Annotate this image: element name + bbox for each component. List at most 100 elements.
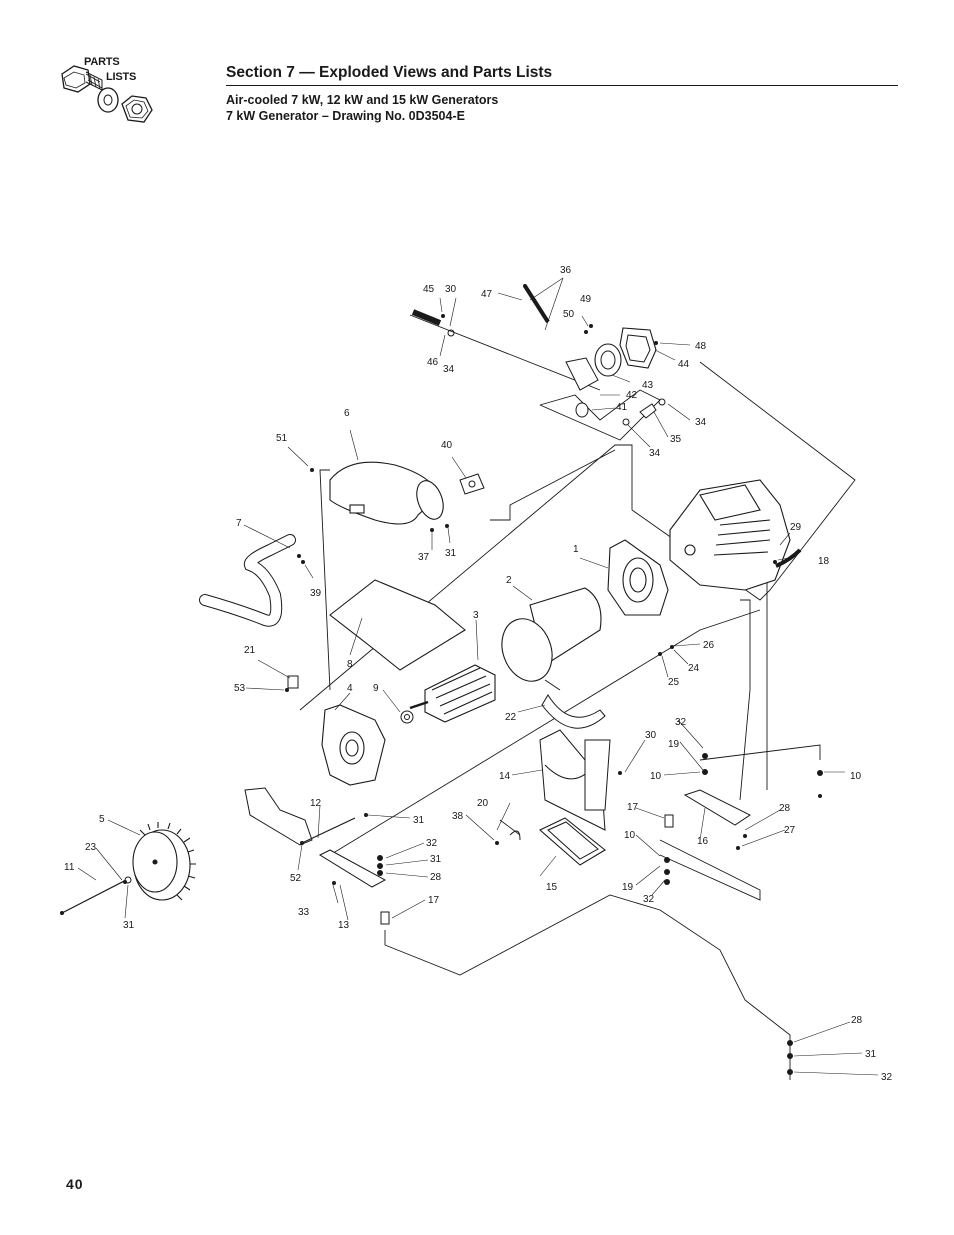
divider-plate-part bbox=[329, 579, 466, 671]
callout-41: 41 bbox=[616, 402, 628, 413]
callout-17: 17 bbox=[428, 895, 440, 906]
air-cleaner-base-part bbox=[565, 357, 599, 391]
fan-part bbox=[132, 822, 196, 901]
clip-part bbox=[509, 830, 521, 841]
callout-30: 30 bbox=[645, 730, 657, 741]
callout-40: 40 bbox=[441, 440, 453, 451]
callout-25: 25 bbox=[668, 677, 680, 688]
callout-6: 6 bbox=[344, 408, 350, 419]
callout-10: 10 bbox=[650, 771, 662, 782]
callout-16: 16 bbox=[697, 836, 709, 847]
rear-bearing-carrier-part bbox=[321, 704, 386, 786]
callout-43: 43 bbox=[642, 380, 654, 391]
callout-31: 31 bbox=[430, 854, 442, 865]
assembly-line bbox=[299, 444, 633, 711]
callout-8: 8 bbox=[347, 659, 353, 670]
callout-22: 22 bbox=[505, 712, 517, 723]
callout-21: 21 bbox=[244, 645, 256, 656]
callout-26: 26 bbox=[703, 640, 715, 651]
callout-10: 10 bbox=[850, 771, 862, 782]
callout-37: 37 bbox=[418, 552, 430, 563]
rotor-part bbox=[409, 664, 496, 723]
callout-24: 24 bbox=[688, 663, 700, 674]
callout-17: 17 bbox=[627, 802, 639, 813]
callout-49: 49 bbox=[580, 294, 592, 305]
rear-bracket-part bbox=[318, 849, 387, 888]
logo-label-parts: PARTS bbox=[84, 56, 120, 68]
air-cleaner-cover-part bbox=[619, 327, 657, 369]
callout-30: 30 bbox=[445, 284, 457, 295]
callout-47: 47 bbox=[481, 289, 493, 300]
callout-38: 38 bbox=[452, 811, 464, 822]
callout-53: 53 bbox=[234, 683, 246, 694]
callout-4: 4 bbox=[347, 683, 353, 694]
parts-lists-logo: PARTS LISTS bbox=[56, 52, 156, 132]
page-header: Section 7 — Exploded Views and Parts Lis… bbox=[226, 64, 898, 124]
vibration-mount-part bbox=[380, 911, 390, 925]
callout-46: 46 bbox=[427, 357, 439, 368]
callout-3: 3 bbox=[473, 610, 479, 621]
callout-32: 32 bbox=[426, 838, 438, 849]
callout-31: 31 bbox=[413, 815, 425, 826]
nut-bolt-washer-icon bbox=[61, 65, 153, 123]
callout-52: 52 bbox=[290, 873, 302, 884]
callout-45: 45 bbox=[423, 284, 435, 295]
callout-27: 27 bbox=[784, 825, 796, 836]
fitting-part bbox=[639, 403, 657, 419]
muffler-part bbox=[329, 461, 444, 525]
callout-28: 28 bbox=[851, 1015, 863, 1026]
callout-42: 42 bbox=[626, 390, 638, 401]
callout-31: 31 bbox=[123, 920, 135, 931]
engine-adapter-part bbox=[607, 539, 669, 616]
callout-19: 19 bbox=[668, 739, 680, 750]
callout-36: 36 bbox=[560, 265, 572, 276]
callout-31: 31 bbox=[445, 548, 457, 559]
switch-part bbox=[287, 675, 299, 689]
callout-28: 28 bbox=[430, 872, 442, 883]
callout-7: 7 bbox=[236, 518, 242, 529]
callout-10: 10 bbox=[624, 830, 636, 841]
callout-11: 11 bbox=[64, 862, 75, 873]
callout-15: 15 bbox=[546, 882, 558, 893]
callout-51: 51 bbox=[276, 433, 288, 444]
callout-19: 19 bbox=[622, 882, 634, 893]
callout-20: 20 bbox=[477, 798, 489, 809]
callout-1: 1 bbox=[573, 544, 579, 555]
callout-5: 5 bbox=[99, 814, 105, 825]
callout-9: 9 bbox=[373, 683, 379, 694]
callout-32: 32 bbox=[675, 717, 687, 728]
callout-50: 50 bbox=[563, 309, 575, 320]
callout-34: 34 bbox=[695, 417, 707, 428]
tube-part bbox=[411, 309, 442, 326]
drip-tray-part bbox=[539, 817, 606, 866]
section-title: Section 7 — Exploded Views and Parts Lis… bbox=[226, 64, 898, 86]
callout-44: 44 bbox=[678, 359, 690, 370]
drain-hose-part bbox=[775, 548, 802, 568]
stator-cradle-part bbox=[541, 694, 606, 729]
callout-32: 32 bbox=[881, 1072, 893, 1083]
callout-29: 29 bbox=[790, 522, 802, 533]
callout-33: 33 bbox=[298, 907, 310, 918]
callout-35: 35 bbox=[670, 434, 682, 445]
saddle-part bbox=[244, 787, 313, 846]
callout-2: 2 bbox=[506, 575, 512, 586]
callout-28: 28 bbox=[779, 803, 791, 814]
subtitle-models: Air-cooled 7 kW, 12 kW and 15 kW Generat… bbox=[226, 93, 499, 107]
bolt-part bbox=[61, 877, 131, 914]
callout-32: 32 bbox=[643, 894, 655, 905]
callout-13: 13 bbox=[338, 920, 350, 931]
assembly-line bbox=[329, 609, 761, 856]
callout-34: 34 bbox=[649, 448, 661, 459]
vibration-mount-part bbox=[664, 814, 674, 828]
callout-39: 39 bbox=[310, 588, 322, 599]
callout-23: 23 bbox=[85, 842, 97, 853]
subtitle-drawing-number: 7 kW Generator – Drawing No. 0D3504-E bbox=[226, 109, 465, 123]
choke-knob-part bbox=[575, 402, 589, 418]
breather-rod-part bbox=[523, 284, 550, 324]
gasket-part bbox=[459, 473, 485, 495]
callout-34: 34 bbox=[443, 364, 455, 375]
callout-12: 12 bbox=[310, 798, 322, 809]
callout-18: 18 bbox=[818, 556, 830, 567]
page-number: 40 bbox=[66, 1176, 84, 1192]
